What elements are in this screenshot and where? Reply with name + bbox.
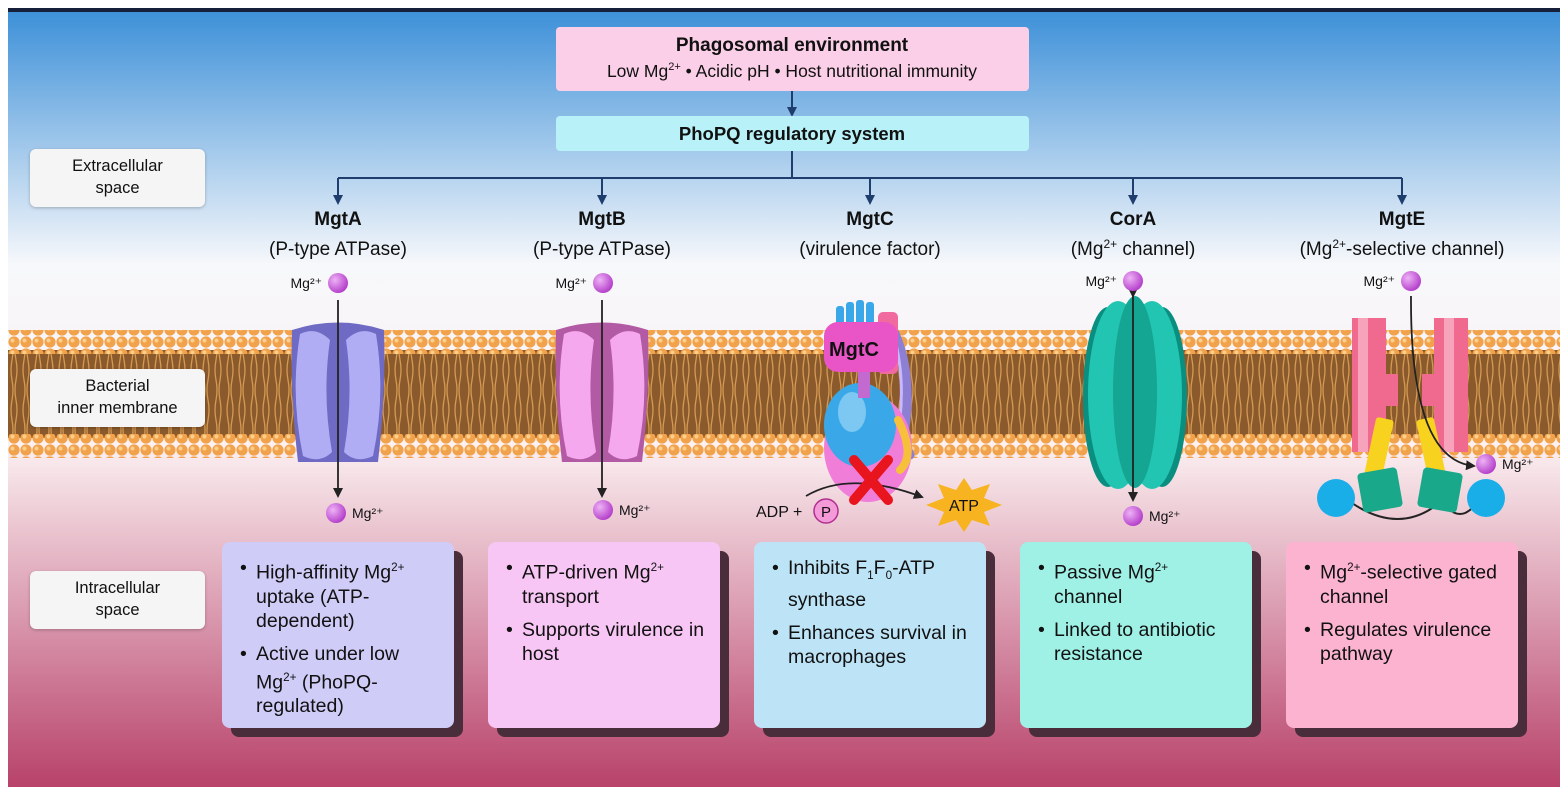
- mg-ion-label: Mg²⁺: [352, 505, 384, 521]
- inhibition-x-icon: [849, 455, 893, 505]
- info-bullet: Inhibits F1F0-ATP synthase: [772, 556, 974, 612]
- mg-ion-icon: [326, 503, 346, 523]
- protein-type-mgtc: (virulence factor): [799, 239, 941, 260]
- membrane: [8, 330, 1560, 458]
- transport-arrows: [333, 288, 1476, 502]
- phopq-label: PhoPQ regulatory system: [679, 123, 905, 144]
- drop-arrows: [333, 178, 1407, 205]
- top-border: [8, 8, 1560, 12]
- side-label-extracellular: Extracellular space: [30, 149, 205, 207]
- info-bullet: Linked to antibiotic resistance: [1038, 618, 1240, 666]
- phagosomal-box: [556, 27, 1029, 91]
- phopq-box: [556, 116, 1029, 151]
- phosphate-icon: [813, 498, 839, 524]
- info-box-mgta: High-affinity Mg2+ uptake (ATP-dependent…: [222, 542, 454, 728]
- ions: Mg²⁺ Mg²⁺ Mg²⁺ Mg²⁺ Mg²⁺ Mg²⁺ Mg²⁺ Mg²⁺: [291, 271, 1534, 526]
- info-bullet: Mg2+-selective gated channel: [1304, 556, 1506, 609]
- info-box-mgte: Mg2+-selective gated channelRegulates vi…: [1286, 542, 1518, 728]
- info-bullet: Regulates virulence pathway: [1304, 618, 1506, 666]
- protein-name-cora: CorA: [1110, 209, 1157, 230]
- mg-ion-label: Mg²⁺: [1502, 456, 1534, 472]
- info-bullet: Passive Mg2+ channel: [1038, 556, 1240, 609]
- protein-type-cora: (Mg2+ channel): [1071, 237, 1196, 260]
- info-bullet: High-affinity Mg2+ uptake (ATP-dependent…: [240, 556, 442, 633]
- protein-name-mgtc: MgtC: [846, 209, 894, 230]
- mg-ion-icon: [1476, 454, 1496, 474]
- info-bullet: ATP-driven Mg2+ transport: [506, 556, 708, 609]
- mg-ion-label: Mg²⁺: [291, 275, 323, 291]
- atp-star-icon: [926, 478, 1002, 532]
- info-bullet: Active under low Mg2+ (PhoPQ-regulated): [240, 642, 442, 719]
- mg-ion-label: Mg²⁺: [619, 502, 651, 518]
- side-label-intracellular: Intracellular space: [30, 571, 205, 629]
- info-box-mgtc: Inhibits F1F0-ATP synthaseEnhances survi…: [754, 542, 986, 728]
- cora-channel: [1083, 296, 1187, 489]
- protein-name-mgtb: MgtB: [578, 209, 625, 230]
- atp-reaction: ADP + P ATP: [756, 455, 1002, 532]
- phagosomal-title: Phagosomal environment: [676, 35, 909, 56]
- info-box-mgtb: ATP-driven Mg2+ transportSupports virule…: [488, 542, 720, 728]
- info-bullet: Enhances survival in macrophages: [772, 621, 974, 669]
- protein-type-mgte: (Mg2+-selective channel): [1300, 237, 1505, 260]
- protein-name-mgte: MgtE: [1379, 209, 1425, 230]
- mg-ion-icon: [593, 273, 613, 293]
- info-box-cora: Passive Mg2+ channelLinked to antibiotic…: [1020, 542, 1252, 728]
- mg-ion-label: Mg²⁺: [1149, 508, 1181, 524]
- atp-label: ATP: [949, 498, 979, 515]
- phosphate-label: P: [821, 504, 831, 521]
- mg-ion-label: Mg²⁺: [556, 275, 588, 291]
- mgtc-complex: MgtC: [824, 300, 915, 502]
- protein-type-mgta: (P-type ATPase): [269, 239, 407, 260]
- adp-label: ADP +: [756, 504, 802, 521]
- mg-ion-label: Mg²⁺: [1364, 273, 1396, 289]
- mgte-channel: [1317, 318, 1505, 520]
- mgtc-protein-label: MgtC: [829, 339, 879, 361]
- protein-titles: MgtA (P-type ATPase) MgtB (P-type ATPase) Mg…: [269, 209, 1504, 260]
- mg-ion-icon: [328, 273, 348, 293]
- phagosomal-subtitle: Low Mg2+ • Acidic pH • Host nutritional …: [607, 61, 977, 81]
- mg-ion-icon: [1123, 271, 1143, 291]
- mg-ion-label: Mg²⁺: [1086, 273, 1118, 289]
- info-bullet: Supports virulence in host: [506, 618, 708, 666]
- mg-ion-icon: [1401, 271, 1421, 291]
- side-label-membrane: Bacterial inner membrane: [30, 369, 205, 427]
- protein-name-mgta: MgtA: [314, 209, 362, 230]
- mg-ion-icon: [593, 500, 613, 520]
- mg-ion-icon: [1123, 506, 1143, 526]
- protein-type-mgtb: (P-type ATPase): [533, 239, 671, 260]
